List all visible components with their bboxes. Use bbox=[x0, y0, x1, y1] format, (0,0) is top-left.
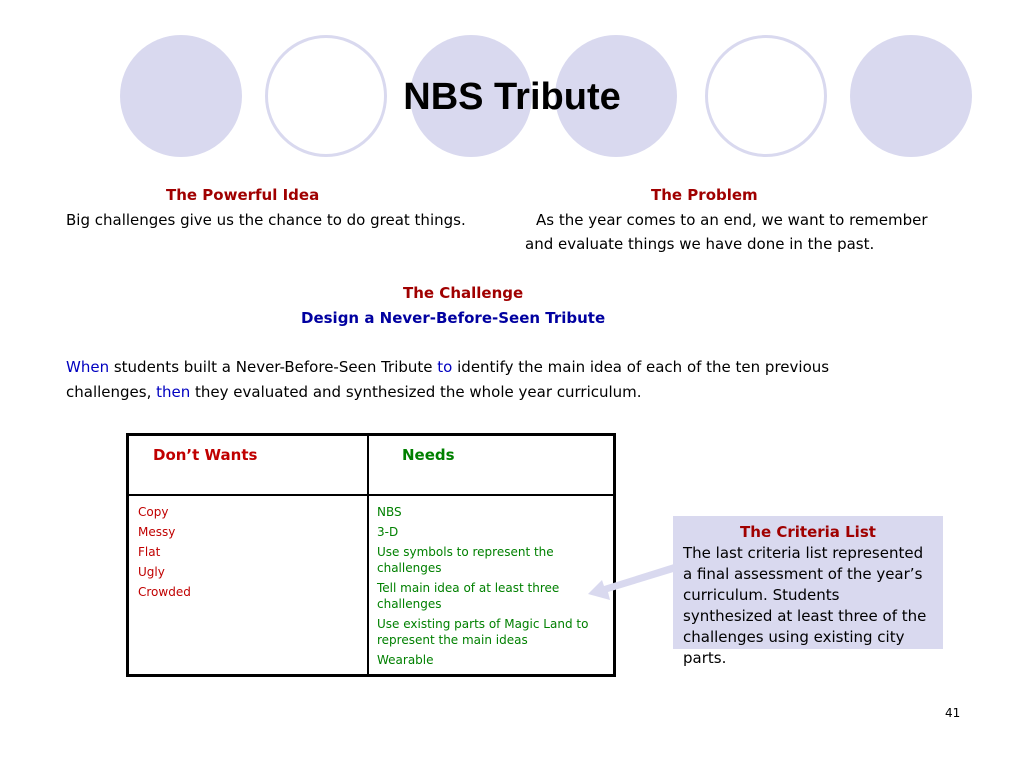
callout-title: The Criteria List bbox=[740, 523, 876, 541]
problem-heading: The Problem bbox=[651, 186, 758, 204]
list-item: Copy bbox=[138, 505, 169, 519]
statement-part-2: identify the main idea of each of the te… bbox=[452, 358, 830, 376]
statement-line-2: challenges, then they evaluated and synt… bbox=[66, 380, 642, 404]
list-item: Tell main idea of at least three challen… bbox=[377, 581, 560, 611]
challenge-heading: The Challenge bbox=[403, 284, 524, 302]
decor-circle-6 bbox=[850, 35, 972, 157]
list-item: Use symbols to represent the challenges bbox=[377, 545, 554, 575]
callout-arrow-icon bbox=[588, 560, 680, 600]
page-number: 41 bbox=[945, 706, 961, 720]
callout-text: The last criteria list represented a fin… bbox=[683, 544, 927, 667]
dont-wants-header: Don’t Wants bbox=[153, 446, 258, 464]
list-item: Messy bbox=[138, 525, 176, 539]
powerful-idea-heading: The Powerful Idea bbox=[166, 186, 320, 204]
needs-header: Needs bbox=[402, 446, 455, 464]
decor-circle-2 bbox=[265, 35, 387, 157]
list-item: Flat bbox=[138, 545, 161, 559]
list-item: NBS bbox=[377, 505, 402, 519]
statement-then: then bbox=[156, 383, 191, 401]
powerful-idea-text: Big challenges give us the chance to do … bbox=[66, 211, 466, 229]
criteria-callout: The Criteria List The last criteria list… bbox=[673, 516, 943, 667]
statement-to: to bbox=[437, 358, 453, 376]
problem-line-2: and evaluate things we have done in the … bbox=[525, 235, 875, 253]
table-column-divider bbox=[367, 436, 369, 674]
statement-when: When bbox=[66, 358, 110, 376]
statement-part-1: students built a Never-Before-Seen Tribu… bbox=[109, 358, 438, 376]
list-item: Wearable bbox=[377, 653, 434, 667]
page-title: NBS Tribute bbox=[403, 76, 621, 118]
decor-circle-5 bbox=[705, 35, 827, 157]
table-header-divider bbox=[129, 494, 613, 496]
decor-circle-1 bbox=[120, 35, 242, 157]
decor-circle-3 bbox=[410, 35, 532, 157]
statement-line-1: When students built a Never-Before-Seen … bbox=[66, 355, 829, 379]
dont-wants-list: Copy Messy Flat Ugly Crowded bbox=[138, 504, 358, 604]
needs-list: NBS 3-D Use symbols to represent the cha… bbox=[377, 504, 609, 672]
criteria-table: Don’t Wants Needs Copy Messy Flat Ugly C… bbox=[126, 433, 616, 677]
list-item: Use existing parts of Magic Land to repr… bbox=[377, 617, 589, 647]
statement-part-4: they evaluated and synthesized the whole… bbox=[190, 383, 642, 401]
statement-part-3: challenges, bbox=[66, 383, 157, 401]
decor-circle-4 bbox=[555, 35, 677, 157]
list-item: Ugly bbox=[138, 565, 165, 579]
challenge-subtitle: Design a Never-Before-Seen Tribute bbox=[301, 309, 606, 327]
list-item: 3-D bbox=[377, 525, 399, 539]
problem-line-1: As the year comes to an end, we want to … bbox=[536, 211, 928, 229]
list-item: Crowded bbox=[138, 585, 191, 599]
